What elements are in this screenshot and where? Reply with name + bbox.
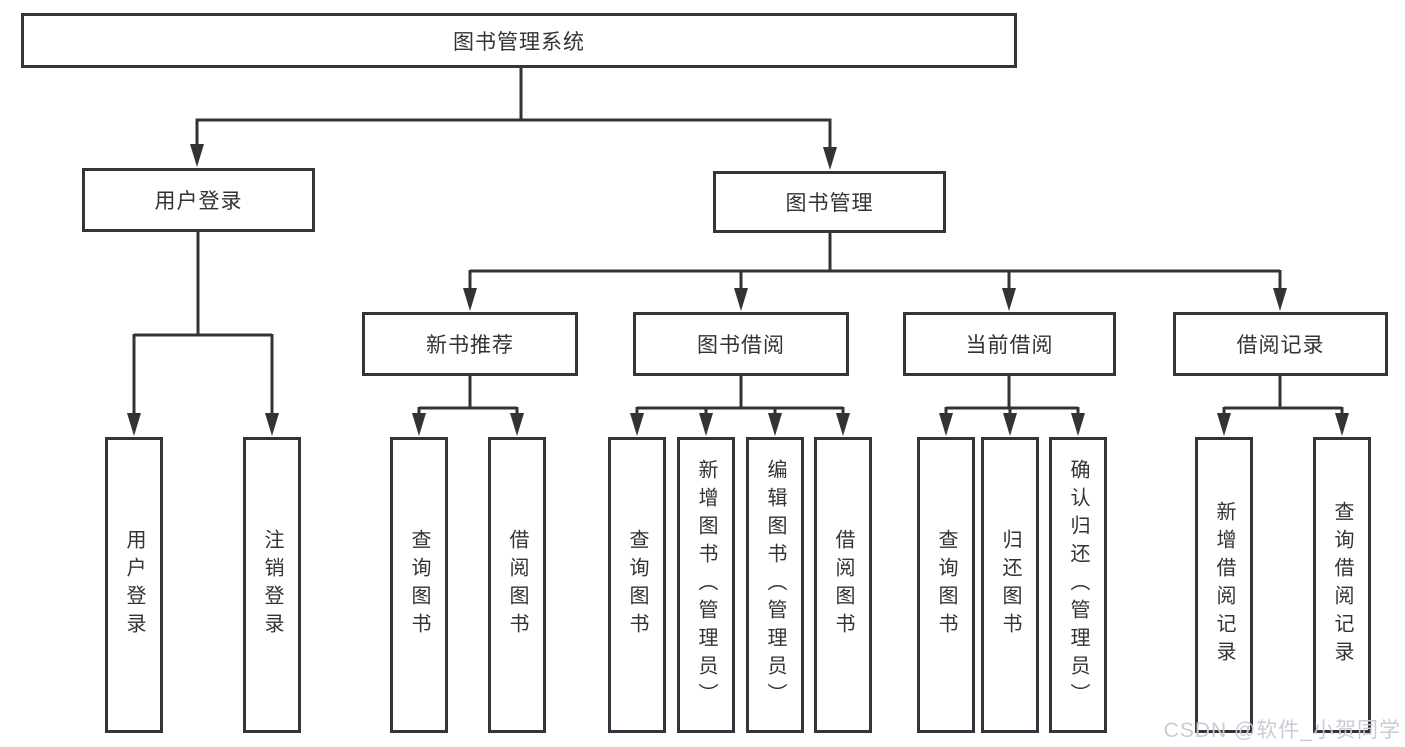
node-book-management: 图书管理 xyxy=(713,171,946,233)
leaf-confirm-return-admin: 确认归还（管理员） xyxy=(1049,437,1107,733)
leaf-query-books-borrow: 查询图书 xyxy=(608,437,666,733)
node-book-borrow: 图书借阅 xyxy=(633,312,849,376)
leaf-query-books-newbook: 查询图书 xyxy=(390,437,448,733)
csdn-watermark: CSDN @软件_小贺同学 xyxy=(1163,719,1401,742)
leaf-add-borrow-record: 新增借阅记录 xyxy=(1195,437,1253,733)
node-root-library-system: 图书管理系统 xyxy=(21,13,1017,68)
leaf-query-borrow-record: 查询借阅记录 xyxy=(1313,437,1371,733)
leaf-add-books-admin: 新增图书（管理员） xyxy=(677,437,735,733)
leaf-user-login: 用户登录 xyxy=(105,437,163,733)
arrowheads xyxy=(127,144,1349,436)
leaf-query-books-current: 查询图书 xyxy=(917,437,975,733)
leaf-borrow-books-newbook: 借阅图书 xyxy=(488,437,546,733)
node-user-login: 用户登录 xyxy=(82,168,315,232)
node-new-book-recommend: 新书推荐 xyxy=(362,312,578,376)
leaf-borrow-books: 借阅图书 xyxy=(814,437,872,733)
leaf-return-books: 归还图书 xyxy=(981,437,1039,733)
node-borrow-records: 借阅记录 xyxy=(1173,312,1388,376)
leaf-logout: 注销登录 xyxy=(243,437,301,733)
leaf-edit-books-admin: 编辑图书（管理员） xyxy=(746,437,804,733)
node-current-borrow: 当前借阅 xyxy=(903,312,1116,376)
